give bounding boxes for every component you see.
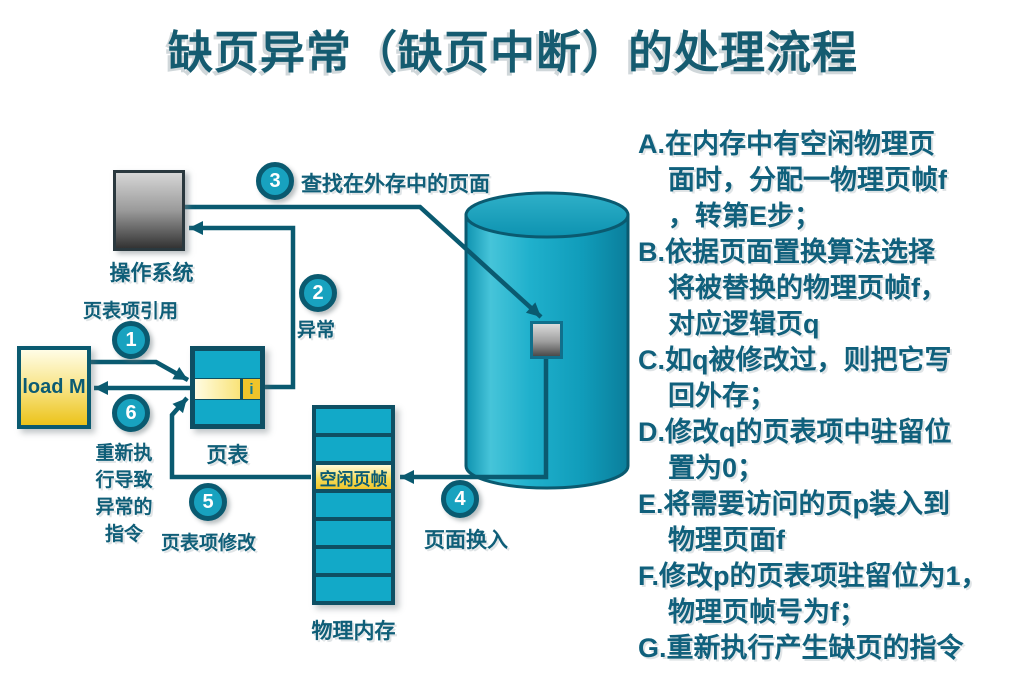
step-item-c: C.如q被修改过，则把它写 回外存； — [638, 345, 952, 411]
memory-frame-row — [316, 437, 391, 465]
arrow-pte-reference — [91, 359, 190, 382]
memory-frame-row — [316, 577, 391, 601]
page-table-entry-row: i — [195, 378, 260, 400]
flow-step-1-label: 页表项引用 — [83, 301, 179, 322]
free-frame-row: 空闲页帧 — [316, 465, 391, 493]
page-table-label: 页表 — [206, 444, 249, 467]
arrow-exception-to-os — [189, 221, 296, 390]
step-item-a: A.在内存中有空闲物理页 面时，分配一物理页帧f ，转第E步； — [638, 129, 947, 231]
disk-page-box — [530, 321, 563, 359]
flow-step-5-number: 5 — [202, 490, 214, 513]
flow-step-2-label: 异常 — [297, 320, 336, 341]
step-item-e: E.将需要访问的页p装入到 物理页面f — [638, 489, 951, 555]
flow-step-5-badge: 5 — [189, 483, 227, 521]
flow-step-6-badge: 6 — [112, 394, 150, 432]
page-table-entry-flag: i — [240, 379, 260, 399]
memory-frame-row — [316, 521, 391, 549]
arrow-pte-modify — [169, 396, 311, 480]
steps-panel: A.在内存中有空闲物理页 面时，分配一物理页帧f ，转第E步； B.依据页面置换… — [638, 126, 1024, 666]
flow-step-1-number: 1 — [125, 328, 137, 351]
flow-step-5-label: 页表项修改 — [161, 533, 257, 554]
physical-memory-label: 物理内存 — [311, 620, 396, 643]
page-table-box: i — [190, 346, 265, 429]
flow-step-3-badge: 3 — [256, 162, 294, 200]
step-item-b: B.依据页面置换算法选择 将被替换的物理页帧f， 对应逻辑页q — [638, 237, 947, 339]
flow-step-6-label: 重新执 行导致 异常的 指令 — [95, 443, 153, 545]
os-box — [113, 170, 185, 251]
page-table-entry-fill — [195, 379, 240, 399]
free-frame-label: 空闲页帧 — [319, 469, 388, 489]
flow-step-2-number: 2 — [312, 281, 324, 304]
cylinder-top — [464, 191, 630, 239]
memory-frame-row — [316, 493, 391, 521]
flow-step-3-number: 3 — [269, 169, 281, 192]
memory-frame-row — [316, 409, 391, 437]
instruction-box: load M — [17, 346, 91, 429]
memory-frame-row — [316, 549, 391, 577]
os-box-label: 操作系统 — [109, 262, 194, 285]
flow-step-4-badge: 4 — [441, 480, 479, 518]
step-item-g: G.重新执行产生缺页的指令 — [638, 633, 964, 663]
physical-memory-box: 空闲页帧 — [312, 405, 395, 605]
flow-step-1-badge: 1 — [112, 321, 150, 359]
step-item-f: F.修改p的页表项驻留位为1， 物理页帧号为f； — [638, 561, 988, 627]
flow-step-3-label: 查找在外存中的页面 — [301, 173, 490, 196]
step-item-d: D.修改q的页表项中驻留位 置为0； — [638, 417, 952, 483]
flow-step-4-number: 4 — [454, 487, 466, 510]
page-title: 缺页异常（缺页中断）的处理流程 — [167, 27, 858, 78]
flow-step-6-number: 6 — [125, 401, 137, 424]
flow-step-4-label: 页面换入 — [424, 529, 508, 552]
instruction-box-label: load M — [22, 376, 86, 398]
flow-step-2-badge: 2 — [299, 274, 337, 312]
arrow-page-swap-in — [400, 359, 549, 484]
arrow-search-external-page — [184, 204, 543, 319]
